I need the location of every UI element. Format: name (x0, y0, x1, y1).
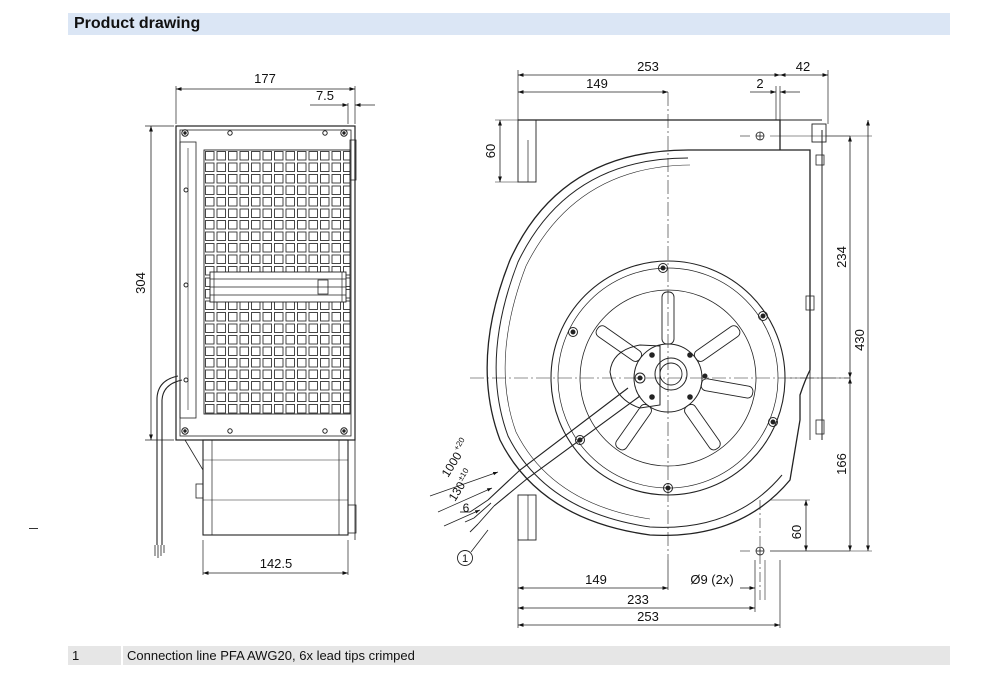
legend-separator (121, 646, 123, 665)
legend-text: Connection line PFA AWG20, 6x lead tips … (127, 648, 415, 663)
dim-60-left: 60 (483, 144, 498, 158)
dim-149-top: 149 (586, 76, 608, 91)
legend-row: 1 Connection line PFA AWG20, 6x lead tip… (68, 646, 950, 665)
dim-7-5: 7.5 (316, 88, 334, 103)
dim-60-right: 60 (789, 525, 804, 539)
dim-149-bottom: 149 (585, 572, 607, 587)
dim-42: 42 (796, 59, 810, 74)
dim-233: 233 (627, 592, 649, 607)
dim-177: 177 (254, 71, 276, 86)
dim-166: 166 (834, 453, 849, 475)
legend-number: 1 (72, 648, 80, 663)
dim-253-bottom: 253 (637, 609, 659, 624)
side-view (145, 86, 375, 575)
dim-cable-1000-tol: +20 (452, 435, 467, 452)
callout-1: 1 (462, 553, 468, 565)
dim-430: 430 (852, 329, 867, 351)
page-title: Product drawing (74, 15, 201, 32)
side-view-labels: 177 7.5 304 142.5 (133, 71, 334, 571)
front-view (429, 70, 872, 628)
dim-hole-diameter: Ø9 (2x) (690, 572, 733, 587)
dim-234: 234 (834, 246, 849, 268)
header-bar: Product drawing (68, 13, 950, 35)
dim-142-5: 142.5 (260, 556, 293, 571)
dim-cable-130-tol: ±10 (456, 466, 471, 483)
dim-cable-6: 6 (463, 501, 470, 515)
dim-2: 2 (756, 76, 763, 91)
dim-304: 304 (133, 272, 148, 294)
dim-253-top: 253 (637, 59, 659, 74)
stray-dash (29, 528, 38, 529)
front-view-labels: 253 42 149 2 60 234 430 166 60 149 Ø9 (2… (439, 59, 867, 624)
